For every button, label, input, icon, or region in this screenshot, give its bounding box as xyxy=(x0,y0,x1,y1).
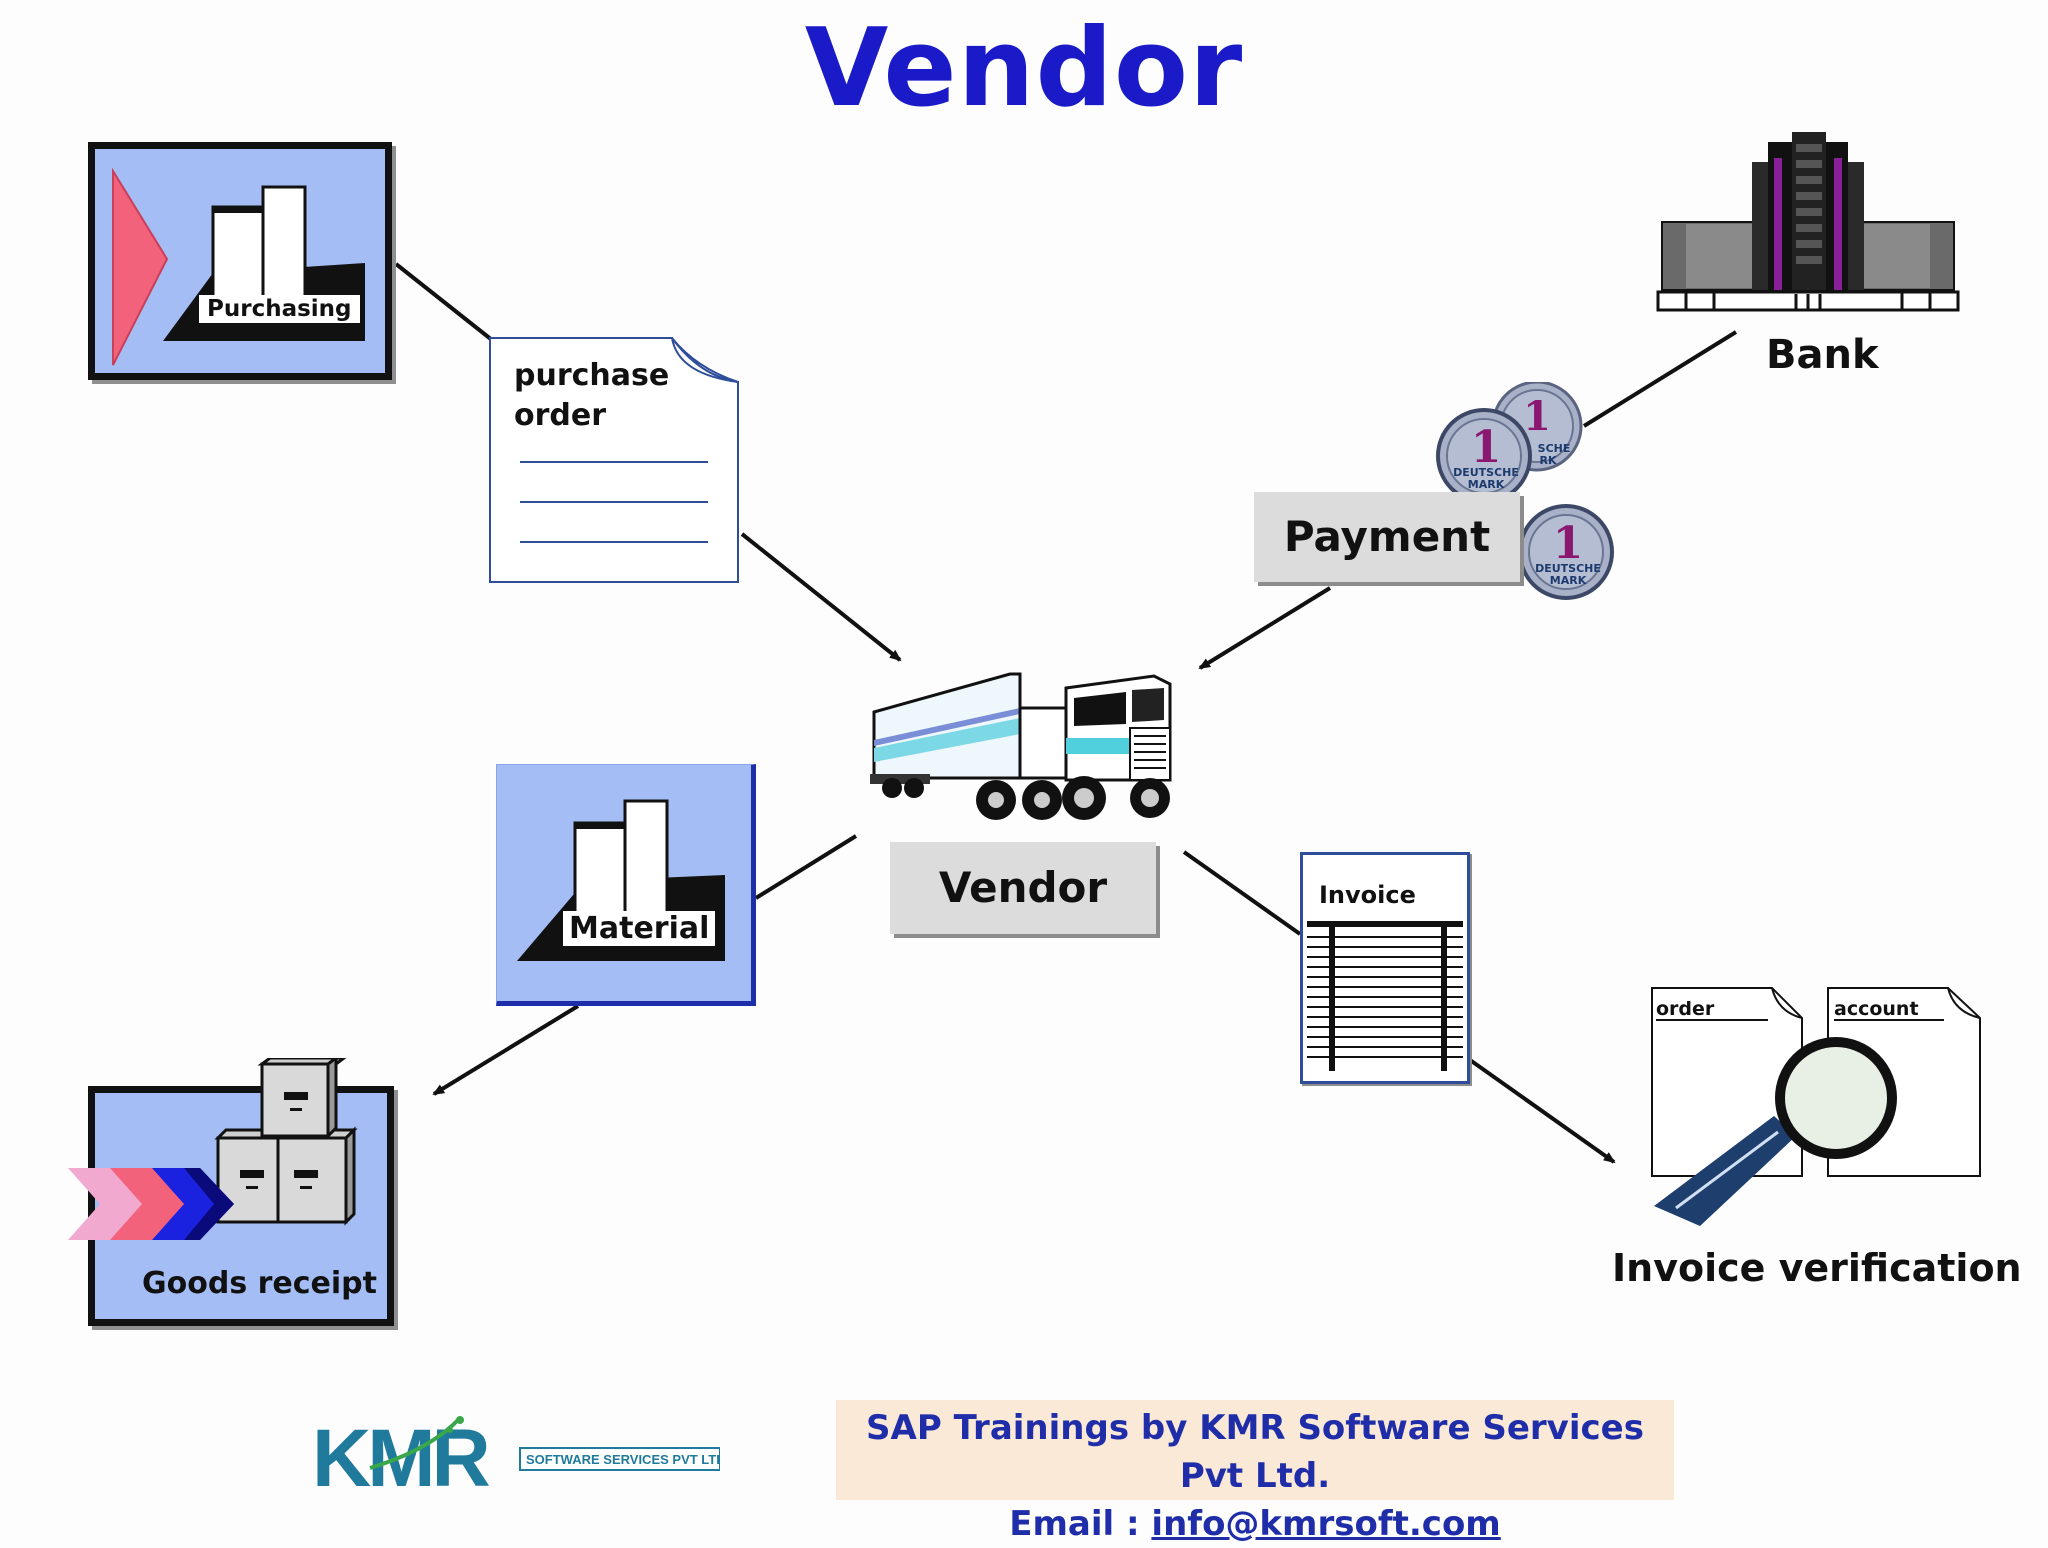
material-panel: Material xyxy=(496,764,756,1006)
bank-building-icon xyxy=(1656,132,1960,312)
coin-single-icon: 1 DEUTSCHE MARK xyxy=(1518,504,1614,600)
kmr-logo: KMR SOFTWARE SERVICES PVT LTD xyxy=(312,1413,720,1500)
bank-label: Bank xyxy=(1766,332,1879,378)
connector-vendor-material xyxy=(754,834,858,900)
coin-single-value: 1 xyxy=(1553,518,1584,569)
coins-icon: 1 SCHE RK 1 DEUTSCHE MARK xyxy=(1436,382,1583,504)
footer-email-line: Email : info@kmrsoft.com xyxy=(836,1500,1674,1548)
order-doc-label: order xyxy=(1656,998,1715,1020)
coin-back-text2: RK xyxy=(1540,454,1557,467)
arrow-material-goods xyxy=(432,1004,580,1096)
coin-back-value: 1 xyxy=(1523,393,1551,440)
invoice-verification-label: Invoice verification xyxy=(1612,1246,2022,1290)
factory-icon xyxy=(517,799,725,961)
connector-vendor-invoice xyxy=(1182,850,1302,936)
purchasing-panel: Purchasing xyxy=(88,142,392,380)
invoice-verification-icon xyxy=(1651,987,1981,1226)
invoice-document: Invoice xyxy=(1300,852,1470,1084)
vendor-label: Vendor xyxy=(890,842,1156,934)
coin-front-text2: MARK xyxy=(1468,478,1505,491)
goods-receipt-label: Goods receipt xyxy=(142,1266,377,1301)
invoice-label: Invoice xyxy=(1319,881,1416,909)
truck-icon xyxy=(870,672,1172,820)
purchase-order-label-line2: order xyxy=(514,398,607,433)
invoice-lines-icon xyxy=(1307,921,1463,1071)
coin-front-text1: DEUTSCHE xyxy=(1453,466,1519,479)
purchasing-label: Purchasing xyxy=(199,295,360,323)
page-title: Vendor xyxy=(804,6,1244,131)
factory-icon xyxy=(112,167,365,366)
payment-label: Payment xyxy=(1254,492,1520,582)
arrow-invoice-verification xyxy=(1468,1058,1616,1164)
footer-banner: SAP Trainings by KMR Software Services P… xyxy=(836,1400,1674,1544)
coin-single-text2: MARK xyxy=(1550,574,1587,587)
account-doc-label: account xyxy=(1834,998,1919,1020)
footer-line1: SAP Trainings by KMR Software Services P… xyxy=(866,1408,1644,1496)
connector-bank-coins xyxy=(1582,330,1738,428)
arrow-payment-vendor xyxy=(1198,586,1332,670)
purchase-order-document: purchase order xyxy=(488,336,740,584)
footer-email-label: Email : xyxy=(1009,1504,1152,1544)
material-label: Material xyxy=(563,911,716,946)
footer-email-link[interactable]: info@kmrsoft.com xyxy=(1151,1504,1501,1544)
coin-back-text1: SCHE xyxy=(1538,442,1571,455)
boxes-icon xyxy=(68,1058,358,1240)
coin-single-text1: DEUTSCHE xyxy=(1535,562,1601,575)
connector-purchasing-po xyxy=(394,262,494,342)
document-icon xyxy=(489,337,739,583)
purchase-order-label-line1: purchase xyxy=(514,358,670,393)
logo-tagline: SOFTWARE SERVICES PVT LTD xyxy=(526,1452,720,1467)
arrow-po-vendor xyxy=(740,532,902,662)
coin-front-value: 1 xyxy=(1471,422,1502,473)
